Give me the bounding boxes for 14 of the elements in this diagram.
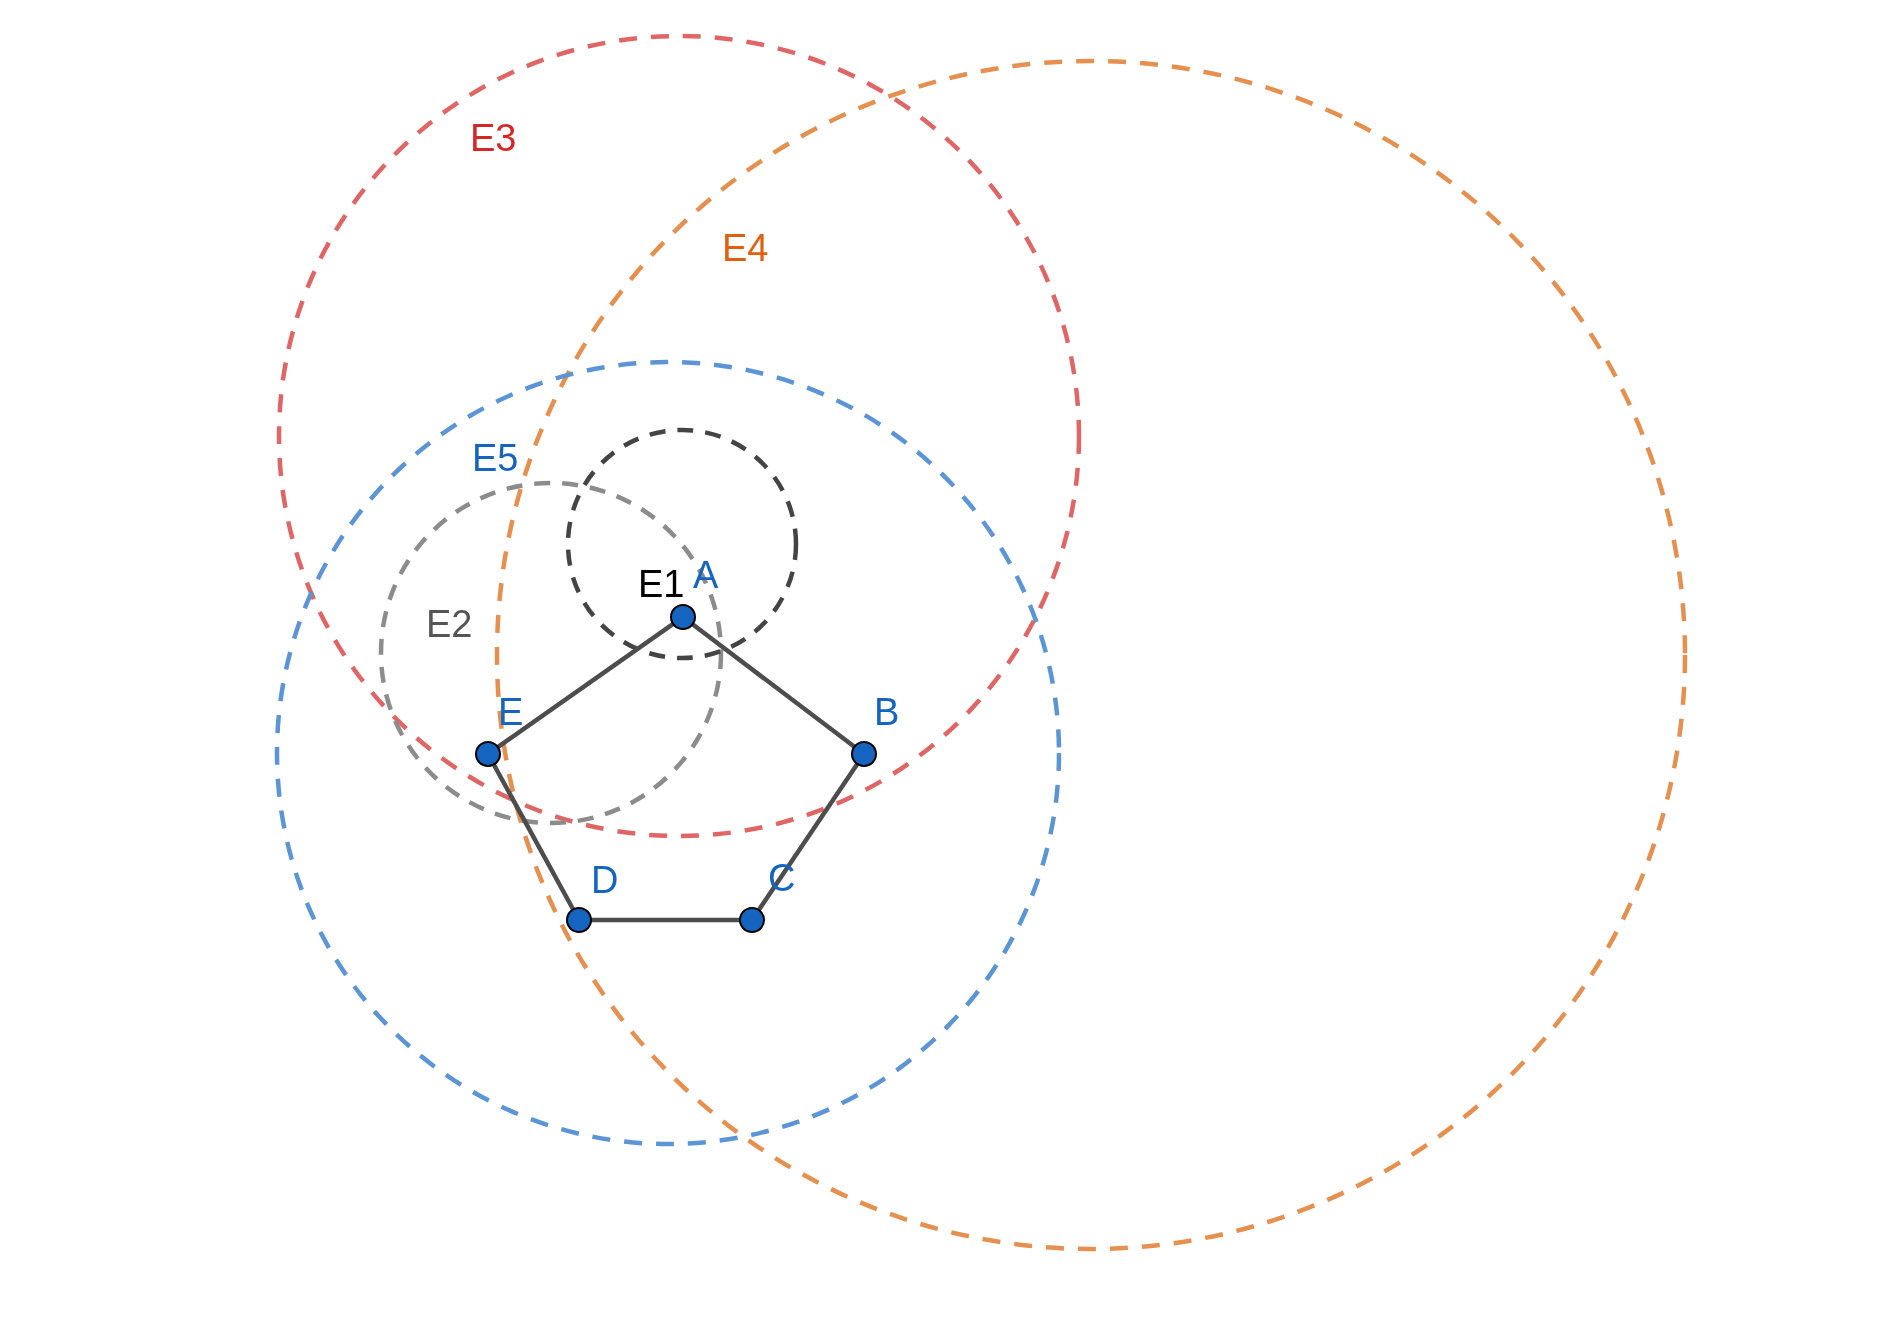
- line-segment: [496, 622, 675, 749]
- point-label: A: [693, 555, 719, 595]
- circle-label: E5: [472, 438, 519, 478]
- point-label: D: [591, 860, 619, 900]
- circle-label: E2: [426, 604, 473, 644]
- circle-label: E4: [722, 228, 769, 268]
- line-segment: [591, 917, 740, 923]
- line-segment: [491, 763, 576, 911]
- point-label: B: [874, 692, 900, 732]
- circle-label: E1: [638, 564, 685, 604]
- circle-label: E3: [470, 118, 517, 158]
- line-segment: [691, 622, 856, 749]
- point-label: E: [498, 692, 524, 732]
- line-segment: [756, 762, 860, 912]
